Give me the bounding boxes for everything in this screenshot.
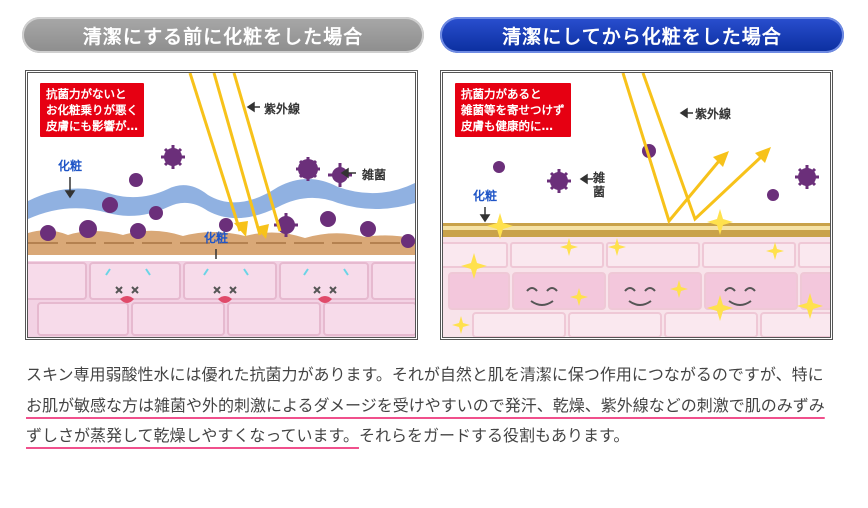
header-left: 清潔にする前に化粧をした場合 [22,17,424,53]
illustration-before-cleansing: 抗菌力がないと お化粧乗りが悪く 皮膚にも影響が… 紫外線 化粧 化粧 雑菌 [25,70,418,340]
callout-no-antibacterial: 抗菌力がないと お化粧乗りが悪く 皮膚にも影響が… [40,83,144,137]
header-right: 清潔にしてから化粧をした場合 [440,17,844,53]
illustration-after-cleansing: 抗菌力があると 雑菌等を寄せつけず 皮膚も健康的に… 紫外線 化粧 雑菌 [440,70,833,340]
paragraph-text-2: それらをガードする役割もあります。 [358,426,630,445]
germs-label: 雑菌 [362,168,387,182]
makeup-label: 化粧 [58,159,83,173]
callout-with-antibacterial: 抗菌力があると 雑菌等を寄せつけず 皮膚も健康的に… [455,83,571,137]
paragraph-underlined-text: お肌が敏感な方は雑菌や外的刺激によるダメージを受けやすいので発汗、乾燥、紫外線な… [26,395,825,446]
makeup-label-2: 化粧 [204,231,229,245]
germs-label: 雑菌 [593,171,606,199]
uv-label: 紫外線 [264,102,301,116]
paragraph-text-1: スキン専用弱酸性水には優れた抗菌力があります。それが自然と肌を清潔に保つ作用につ… [26,365,824,384]
uv-label: 紫外線 [695,107,732,121]
description-paragraph: スキン専用弱酸性水には優れた抗菌力があります。それが自然と肌を清潔に保つ作用につ… [26,360,836,452]
after-illustration-graphic [443,73,830,337]
makeup-label: 化粧 [473,189,498,203]
before-illustration-graphic [28,73,415,337]
